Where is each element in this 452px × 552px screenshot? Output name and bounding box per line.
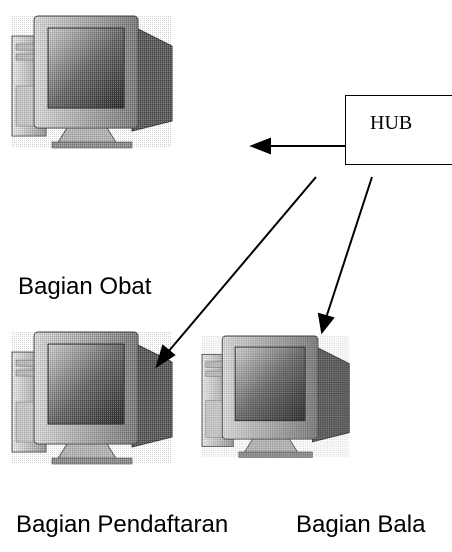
label-bagian-balai: Bagian Bala: [296, 511, 425, 539]
hub-label: HUB: [370, 112, 412, 135]
arrow-hub-to-balai: [326, 177, 372, 318]
arrow-hub-to-pendaftaran: [168, 177, 316, 352]
label-bagian-pendaftaran: Bagian Pendaftaran: [16, 511, 228, 539]
arrowhead-balai: [319, 314, 333, 332]
arrowhead-obat: [252, 139, 270, 153]
hub-box: HUB: [345, 95, 452, 165]
computer-icon-obat: [12, 16, 172, 148]
computer-icon-balai: [202, 336, 349, 457]
computer-icon-pendaftaran: [12, 332, 172, 464]
label-bagian-obat: Bagian Obat: [18, 273, 151, 301]
